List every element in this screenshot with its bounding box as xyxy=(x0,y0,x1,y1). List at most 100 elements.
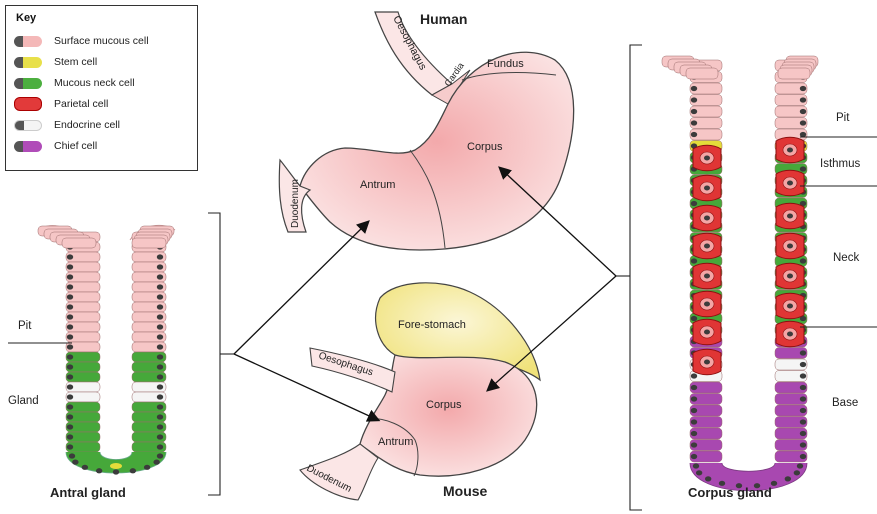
nucleus xyxy=(67,274,73,279)
nucleus xyxy=(691,442,697,447)
nucleus xyxy=(157,264,163,269)
corpus-base-label: Base xyxy=(832,397,858,409)
nucleus xyxy=(800,120,806,125)
nucleus xyxy=(691,120,697,125)
nucleus xyxy=(67,344,73,349)
corpus-flare-cell xyxy=(778,68,810,79)
nucleus xyxy=(157,414,163,419)
nucleus xyxy=(691,316,697,321)
nucleus xyxy=(787,304,793,309)
mouse-title: Mouse xyxy=(443,483,488,499)
nucleus xyxy=(67,384,73,389)
nucleus xyxy=(800,362,806,367)
nucleus xyxy=(157,444,163,449)
nucleus xyxy=(82,465,88,470)
mouse-corpus-label: Corpus xyxy=(426,399,462,411)
nucleus xyxy=(67,324,73,329)
antral-pit-label: Pit xyxy=(18,320,32,332)
nucleus xyxy=(157,254,163,259)
nucleus xyxy=(704,330,710,335)
nucleus xyxy=(800,373,806,378)
nucleus xyxy=(691,408,697,413)
nucleus xyxy=(67,364,73,369)
nucleus xyxy=(157,324,163,329)
nucleus xyxy=(800,419,806,424)
nucleus xyxy=(67,424,73,429)
nucleus xyxy=(157,304,163,309)
nucleus xyxy=(67,264,73,269)
nucleus xyxy=(157,314,163,319)
human-duodenum-label: Duodenum xyxy=(290,179,301,228)
nucleus xyxy=(691,86,697,91)
nucleus xyxy=(691,258,697,263)
nucleus xyxy=(67,414,73,419)
human-title: Human xyxy=(420,11,467,27)
nucleus xyxy=(157,404,163,409)
nucleus xyxy=(785,476,791,481)
nucleus xyxy=(787,214,793,219)
arrow-to-human-antrum xyxy=(234,222,368,354)
mouse-antrum-label: Antrum xyxy=(378,436,413,448)
nucleus xyxy=(157,453,163,458)
nucleus xyxy=(691,109,697,114)
nucleus xyxy=(797,463,803,468)
nucleus xyxy=(67,294,73,299)
nucleus xyxy=(157,364,163,369)
antral-gland-title: Antral gland xyxy=(50,485,126,500)
nucleus xyxy=(691,431,697,436)
nucleus xyxy=(691,385,697,390)
nucleus xyxy=(691,97,697,102)
nucleus xyxy=(157,394,163,399)
nucleus xyxy=(691,396,697,401)
left-bracket xyxy=(208,213,234,495)
nucleus xyxy=(691,419,697,424)
corpus-neck-label: Neck xyxy=(833,252,859,264)
human-stomach: Human Oesophagus Cardia Fundus Corpus An… xyxy=(279,11,573,250)
nucleus xyxy=(800,385,806,390)
antral-gland-label: Gland xyxy=(8,395,39,407)
antral-flare-cell xyxy=(132,238,166,248)
nucleus xyxy=(787,181,793,186)
nucleus xyxy=(157,434,163,439)
nucleus xyxy=(794,470,800,475)
mouse-forestomach-label: Fore-stomach xyxy=(398,319,466,331)
nucleus xyxy=(704,244,710,249)
nucleus xyxy=(130,468,136,473)
corpus-flare-cell xyxy=(686,68,718,79)
nucleus xyxy=(704,216,710,221)
nucleus xyxy=(96,468,102,473)
nucleus xyxy=(67,304,73,309)
nucleus xyxy=(705,476,711,481)
human-antrum-label: Antrum xyxy=(360,179,395,191)
mouse-stomach: Fore-stomach Oesophagus Corpus Antrum Du… xyxy=(300,283,540,500)
corpus-gland xyxy=(662,56,818,491)
nucleus xyxy=(157,424,163,429)
human-fundus-label: Fundus xyxy=(487,58,524,70)
right-bracket xyxy=(616,45,642,510)
nucleus xyxy=(67,284,73,289)
nucleus xyxy=(704,156,710,161)
nucleus xyxy=(67,314,73,319)
nucleus xyxy=(691,373,697,378)
nucleus xyxy=(696,470,702,475)
nucleus xyxy=(157,354,163,359)
nucleus xyxy=(157,294,163,299)
corpus-pit-label: Pit xyxy=(836,112,850,124)
nucleus xyxy=(704,274,710,279)
nucleus xyxy=(113,469,119,474)
nucleus xyxy=(67,354,73,359)
nucleus xyxy=(800,454,806,459)
nucleus xyxy=(800,350,806,355)
stem-cell xyxy=(110,463,122,469)
nucleus xyxy=(800,431,806,436)
nucleus xyxy=(691,201,697,206)
nucleus xyxy=(144,465,150,470)
nucleus xyxy=(800,132,806,137)
nucleus xyxy=(72,460,78,465)
nucleus xyxy=(800,396,806,401)
nucleus xyxy=(67,334,73,339)
nucleus xyxy=(704,360,710,365)
nucleus xyxy=(157,374,163,379)
